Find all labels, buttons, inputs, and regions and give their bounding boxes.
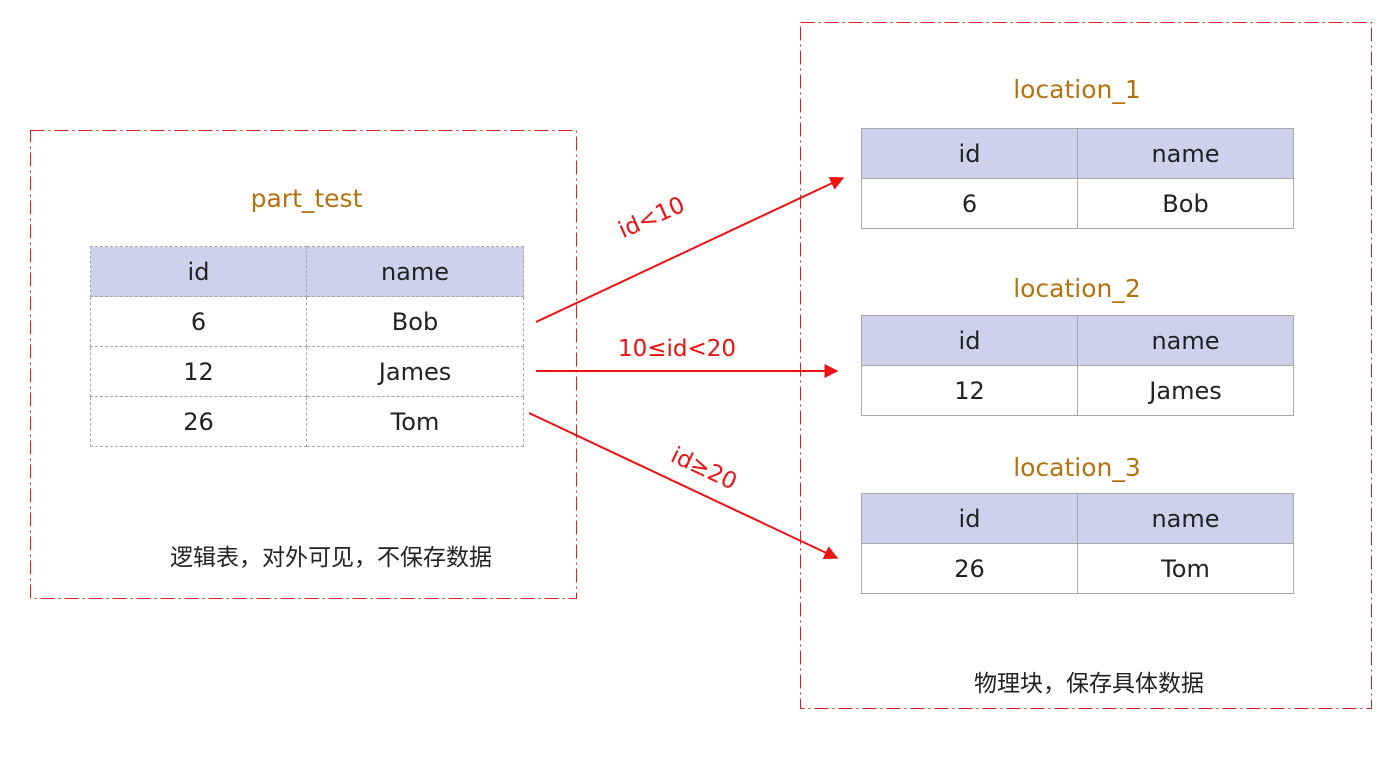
location-3-title: location_3 — [1013, 453, 1141, 482]
cell-name: James — [306, 346, 524, 397]
header-name: name — [306, 246, 524, 297]
cell-name: Bob — [1077, 178, 1294, 229]
location-1-table: id name 6 Bob — [861, 128, 1294, 229]
location-3-table: id name 26 Tom — [861, 493, 1294, 594]
table-row: 12 James — [90, 346, 524, 397]
logical-table: id name 6 Bob 12 James 26 Tom — [90, 246, 524, 447]
table-row: 6 Bob — [861, 178, 1294, 229]
logical-frame-border — [30, 130, 577, 599]
location-3-header-row: id name — [861, 493, 1294, 544]
location-2-title: location_2 — [1013, 274, 1141, 303]
header-id: id — [861, 493, 1078, 544]
logical-table-caption: 逻辑表，对外可见，不保存数据 — [170, 545, 492, 571]
cell-id: 12 — [90, 346, 307, 397]
cell-name: James — [1077, 365, 1294, 416]
cell-id: 12 — [861, 365, 1078, 416]
arrow-label-location-1: id<10 — [614, 191, 689, 245]
table-row: 26 Tom — [861, 543, 1294, 594]
header-id: id — [861, 128, 1078, 179]
location-2-header-row: id name — [861, 315, 1294, 366]
cell-name: Bob — [306, 296, 524, 347]
cell-id: 26 — [90, 396, 307, 447]
logical-table-header-row: id name — [90, 246, 524, 297]
physical-blocks-frame — [800, 22, 1372, 709]
header-id: id — [90, 246, 307, 297]
location-1-header-row: id name — [861, 128, 1294, 179]
location-1-title: location_1 — [1013, 75, 1141, 104]
cell-id: 26 — [861, 543, 1078, 594]
table-row: 26 Tom — [90, 396, 524, 447]
cell-name: Tom — [306, 396, 524, 447]
header-id: id — [861, 315, 1078, 366]
header-name: name — [1077, 128, 1294, 179]
physical-frame-border — [800, 22, 1372, 709]
header-name: name — [1077, 315, 1294, 366]
table-row: 6 Bob — [90, 296, 524, 347]
physical-blocks-caption: 物理块，保存具体数据 — [974, 671, 1204, 697]
table-row: 12 James — [861, 365, 1294, 416]
logical-table-title: part_test — [250, 184, 363, 213]
cell-name: Tom — [1077, 543, 1294, 594]
location-2-table: id name 12 James — [861, 315, 1294, 416]
arrow-to-location-1 — [535, 177, 845, 323]
header-name: name — [1077, 493, 1294, 544]
cell-id: 6 — [90, 296, 307, 347]
cell-id: 6 — [861, 178, 1078, 229]
logical-table-frame — [30, 130, 577, 599]
arrow-label-location-2: 10≤id<20 — [618, 336, 737, 362]
arrow-label-location-3: id≥20 — [666, 442, 741, 496]
